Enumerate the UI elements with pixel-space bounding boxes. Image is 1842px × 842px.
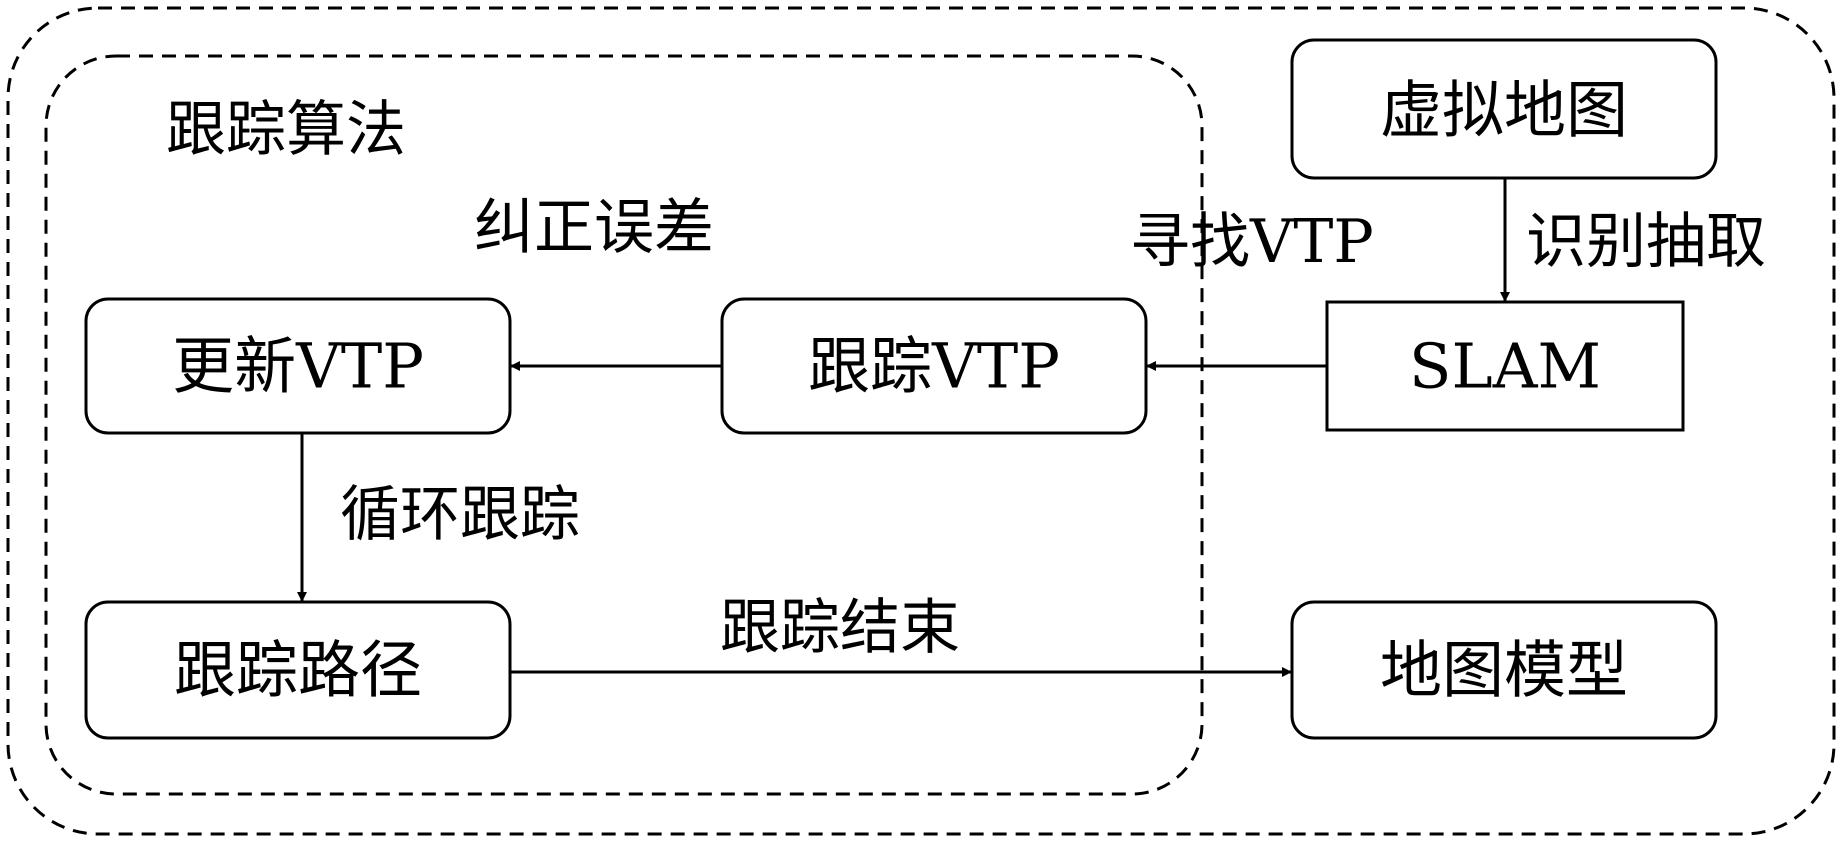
virtual-map-box bbox=[1290, 38, 1718, 180]
track-path-box bbox=[84, 600, 512, 740]
track-vtp-box bbox=[720, 297, 1148, 435]
loop-tracking-label: 循环跟踪 bbox=[340, 480, 580, 550]
virtual-map-label: 虚拟地图 bbox=[1380, 74, 1628, 147]
update-vtp-label: 更新VTP bbox=[172, 330, 424, 403]
find-vtp-label: 寻找VTP bbox=[1130, 207, 1374, 277]
identify-extract-label: 识别抽取 bbox=[1526, 207, 1766, 277]
slam-label: SLAM bbox=[1409, 330, 1601, 403]
map-model-box bbox=[1290, 600, 1718, 740]
tracking-end-label: 跟踪结束 bbox=[720, 593, 960, 663]
tracking-algorithm-boundary bbox=[44, 54, 1204, 796]
correct-error-label: 纠正误差 bbox=[474, 193, 714, 263]
tracking-algorithm-title: 跟踪算法 bbox=[166, 95, 406, 165]
slam-box bbox=[1325, 300, 1685, 432]
update-vtp-box bbox=[84, 297, 512, 435]
track-path-label: 跟踪路径 bbox=[174, 634, 422, 707]
track-vtp-label: 跟踪VTP bbox=[808, 330, 1060, 403]
map-model-label: 地图模型 bbox=[1380, 634, 1628, 707]
